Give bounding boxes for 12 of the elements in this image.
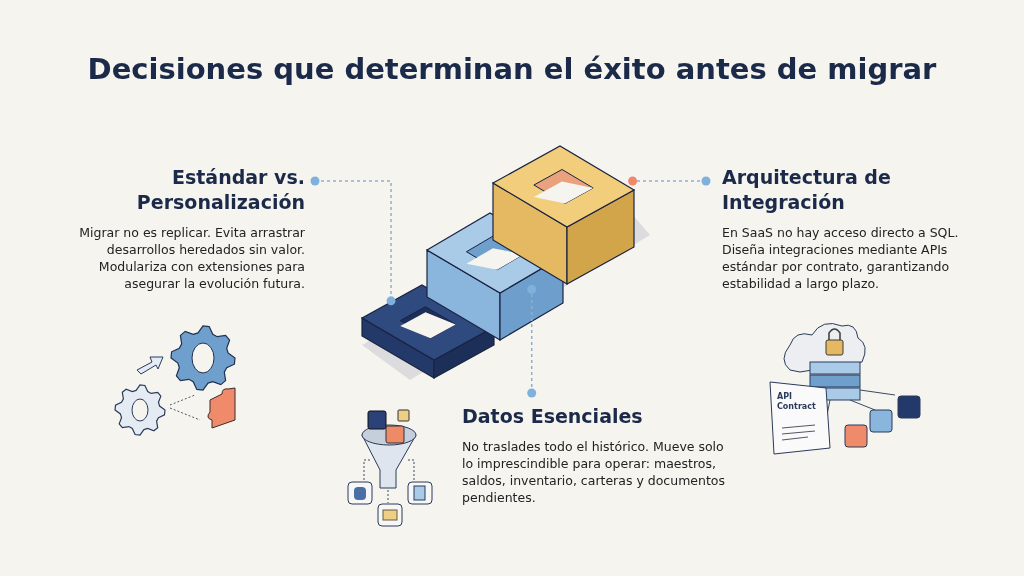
description: No traslades todo el histórico. Mueve solo lo imprescindible para operar: maestros, saldos, inventario, carteras y documentos pendientes.: [462, 438, 726, 506]
description: En SaaS no hay acceso directo a SQL. Diseña integraciones mediante APIs estándar por contrato, garantizando estabilidad a largo plazo.: [722, 224, 960, 292]
leader-line: [527, 284, 537, 398]
document-label: API Contract: [777, 392, 817, 412]
heading: Arquitectura de Integración: [722, 165, 892, 215]
heading: Datos Esenciales: [462, 404, 644, 429]
isometric-block: [491, 145, 636, 286]
leader-line: [310, 176, 396, 306]
description: Migrar no es replicar. Evita arrastrar desarrollos heredados sin valor. Modulariza con extensiones para asegurar la evolución futura.: [78, 224, 305, 292]
leader-line: [628, 176, 711, 186]
title: Decisiones que determinan el éxito antes de migrar: [86, 52, 938, 86]
heading: Estándar vs. Personalización: [135, 165, 305, 215]
